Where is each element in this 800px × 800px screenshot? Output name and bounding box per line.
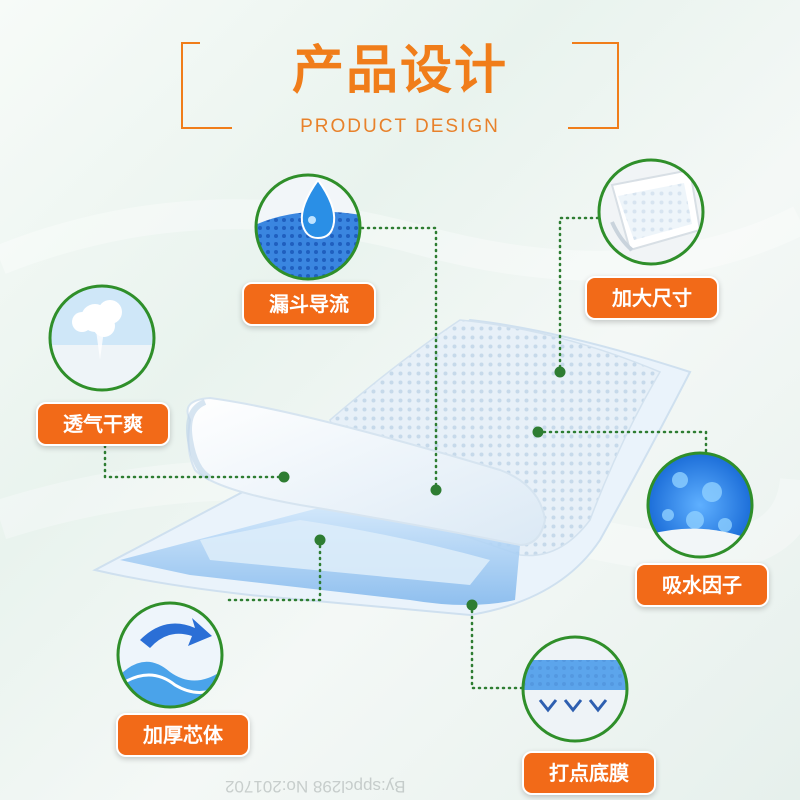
feature-label-polymer: 吸水因子 (635, 563, 769, 607)
steam-icon (72, 300, 122, 360)
feature-size-image (597, 158, 705, 266)
feature-funnel-image (254, 173, 362, 281)
blue-polymer-icon (662, 472, 732, 532)
watermark: By:sppcl298 No:201702 (225, 777, 406, 796)
feature-label-funnel: 漏斗导流 (242, 282, 376, 326)
feature-breathable-image (48, 284, 156, 392)
feature-polymer-image (646, 451, 754, 559)
dotted-film-icon (524, 660, 626, 713)
feature-label-breathable: 透气干爽 (36, 402, 170, 446)
connector-lines (103, 216, 708, 690)
pad-corner-icon (610, 168, 702, 252)
feature-film-image (521, 635, 629, 743)
page-subtitle: PRODUCT DESIGN (300, 116, 500, 137)
feature-label-core: 加厚芯体 (116, 713, 250, 757)
title-bracket-right (568, 42, 619, 129)
pad-illustration (92, 318, 692, 617)
connector-dots (278, 366, 566, 611)
feature-core-image (116, 601, 224, 709)
water-drop-icon (300, 178, 336, 240)
feature-label-size: 加大尺寸 (585, 276, 719, 320)
page-title: 产品设计 (291, 41, 508, 101)
background-swirl (0, 199, 800, 281)
title-bracket-left (181, 42, 232, 129)
feature-label-film: 打点底膜 (522, 751, 656, 795)
